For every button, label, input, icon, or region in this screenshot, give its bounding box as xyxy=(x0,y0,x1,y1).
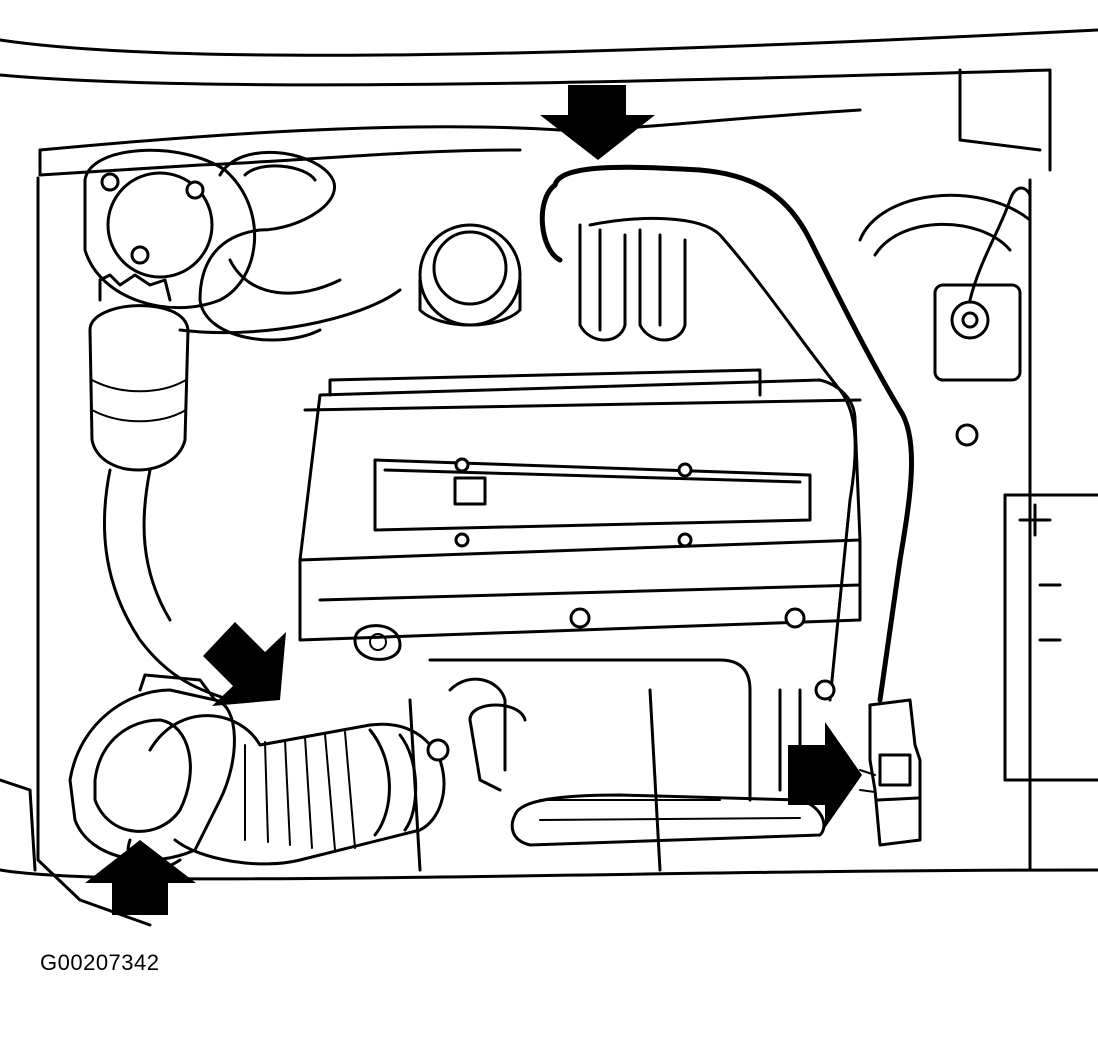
strut-tower xyxy=(83,148,257,310)
upper-hoses xyxy=(178,151,402,342)
charge-pipe xyxy=(539,164,914,703)
valve-cover xyxy=(298,368,862,661)
arrow-icon xyxy=(540,85,655,160)
oil-filler-cap xyxy=(418,223,522,327)
engine-block-lower xyxy=(408,658,836,872)
sensor-connector xyxy=(859,698,922,847)
figure-code: G00207342 xyxy=(40,950,160,975)
hood-outline xyxy=(0,28,1098,927)
brake-booster xyxy=(858,186,1032,447)
arrow-icon xyxy=(788,722,862,828)
air-intake-duct xyxy=(68,673,450,872)
battery xyxy=(1003,493,1098,782)
callout-arrows xyxy=(85,85,862,915)
arrow-icon xyxy=(85,840,196,915)
wiring-harness xyxy=(448,677,826,847)
coolant-reservoir xyxy=(88,273,232,702)
arrow-icon xyxy=(203,622,286,706)
